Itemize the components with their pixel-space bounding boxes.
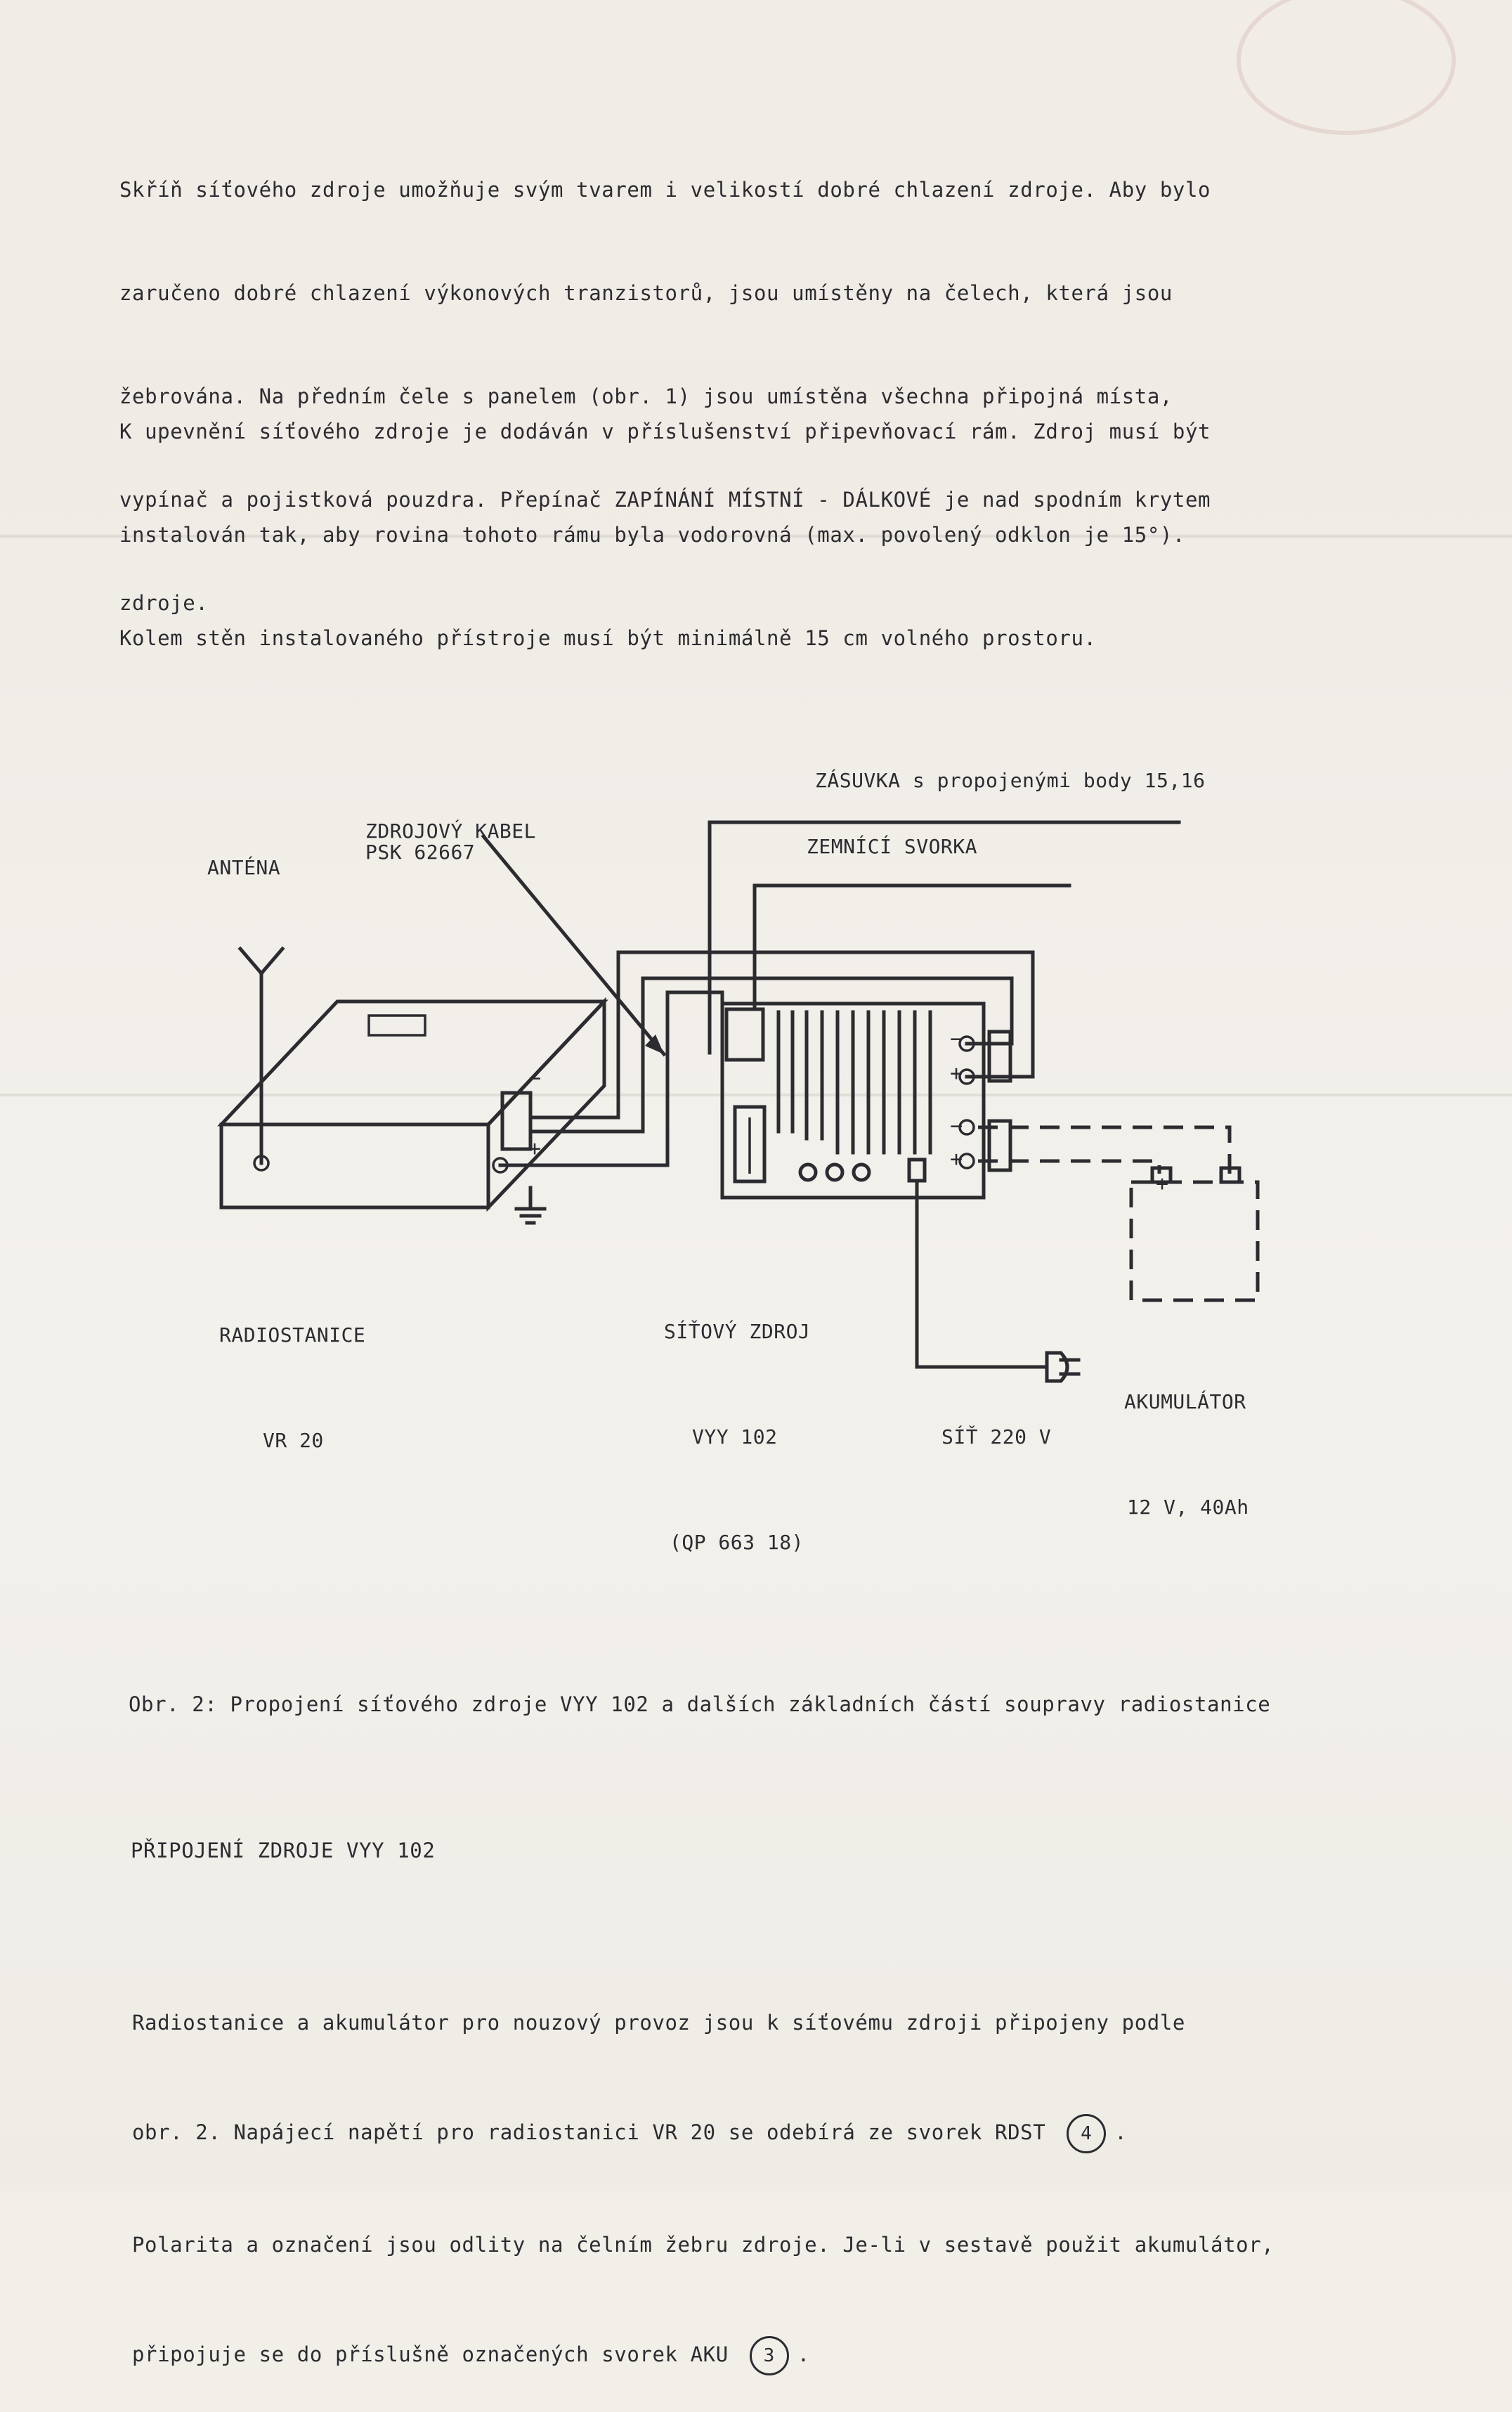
radio-minus-label: −	[528, 1066, 542, 1091]
rdst-circle-marker: 4	[1067, 2114, 1107, 2153]
text-line: žebrována. Na předním čele s panelem (ob…	[119, 384, 1173, 408]
paper-background	[0, 0, 1512, 2191]
text-line: obr. 2. Napájecí napětí pro radiostanici…	[132, 2120, 1046, 2144]
text-line: SÍŤOVÝ ZDROJ	[664, 1320, 811, 1343]
power-supply-label: SÍŤOVÝ ZDROJ VYY 102 (QP 663 18)	[664, 1244, 810, 1595]
text-line: RADIOSTANICE	[219, 1323, 366, 1347]
trailing-period: .	[797, 2342, 810, 2366]
connection-paragraph: Radiostanice a akumulátor pro nouzový pr…	[132, 1931, 1274, 2412]
mounting-paragraph: K upevnění síťového zdroje je dodáván v …	[119, 346, 1211, 690]
cable-code-label: PSK 62667	[365, 765, 475, 905]
heatsink-fins	[776, 1010, 932, 1155]
text-line: Skříň síťového zdroje umožňuje svým tvar…	[119, 178, 1211, 202]
text-line-with-circle: obr. 2. Napájecí napětí pro radiostanici…	[132, 2114, 1274, 2153]
intro-paragraph: Skříň síťového zdroje umožňuje svým tvar…	[119, 104, 1211, 655]
radio-plus-label: +	[528, 1136, 542, 1161]
text-line: K upevnění síťového zdroje je dodáván v …	[119, 420, 1211, 443]
trailing-period: .	[1114, 2120, 1128, 2144]
text-line: AKUMULÁTOR	[1124, 1390, 1246, 1413]
text-line: PSK 62667	[365, 841, 476, 864]
ground-terminal-label: ZEMNÍCÍ SVORKA	[807, 835, 978, 858]
terminal-minus-label: −	[950, 1114, 963, 1139]
wiring-diagram	[217, 820, 1260, 1383]
section-heading: PŘIPOJENÍ ZDROJE VYY 102	[131, 1839, 436, 1862]
antenna-icon	[237, 946, 285, 1165]
battery-minus-label: −	[1223, 1170, 1236, 1195]
figure-caption: Obr. 2: Propojení síťového zdroje VYY 10…	[129, 1692, 1271, 1716]
text-line: instalován tak, aby rovina tohoto rámu b…	[119, 523, 1185, 547]
text-line: připojuje se do příslušně označených svo…	[132, 2342, 729, 2366]
mains-label: SÍŤ 220 V	[941, 1425, 1052, 1448]
text-line: Radiostanice a akumulátor pro nouzový pr…	[132, 2011, 1185, 2035]
radio-station-box	[217, 997, 608, 1212]
terminal-minus-label: −	[950, 1027, 963, 1051]
battery-icon	[978, 1125, 1260, 1302]
antenna-label: ANTÉNA	[207, 856, 281, 879]
faded-stamp	[1237, 0, 1456, 135]
cable-label: ZDROJOVÝ KABEL	[365, 744, 536, 884]
text-line: zaručeno dobré chlazení výkonových tranz…	[119, 281, 1173, 305]
text-line: ZDROJOVÝ KABEL	[365, 819, 537, 843]
socket-label: ZÁSUVKA s propojenými body 15,16	[815, 769, 1206, 792]
text-line: 12 V, 40Ah	[1127, 1496, 1249, 1519]
battery-plus-label: +	[1156, 1172, 1169, 1196]
paper-fold-line	[0, 1093, 1512, 1097]
terminal-plus-label: +	[950, 1147, 963, 1172]
terminal-plus-label: +	[950, 1061, 963, 1086]
text-line: (QP 663 18)	[670, 1531, 804, 1554]
text-line-with-circle: připojuje se do příslušně označených svo…	[132, 2336, 1274, 2375]
mains-plug-icon	[1045, 1351, 1081, 1383]
wiring-lines	[481, 820, 1181, 1369]
radio-station-label: RADIOSTANICE VR 20	[219, 1247, 365, 1493]
text-line: Kolem stěn instalovaného přístroje musí …	[119, 626, 1097, 650]
text-line: zdroje.	[119, 591, 209, 615]
power-supply-unit	[720, 1001, 1012, 1200]
text-line: vypínač a pojistková pouzdra. Přepínač Z…	[119, 488, 1211, 512]
battery-label: AKUMULÁTOR 12 V, 40Ah	[1124, 1314, 1249, 1560]
text-line: VYY 102	[692, 1425, 778, 1448]
aku-circle-marker: 3	[749, 2336, 789, 2375]
ground-icon	[514, 1186, 547, 1225]
text-line: Polarita a označení jsou odlity na čelní…	[132, 2233, 1275, 2257]
paper-fold-line	[0, 534, 1512, 538]
text-line: VR 20	[263, 1429, 324, 1452]
